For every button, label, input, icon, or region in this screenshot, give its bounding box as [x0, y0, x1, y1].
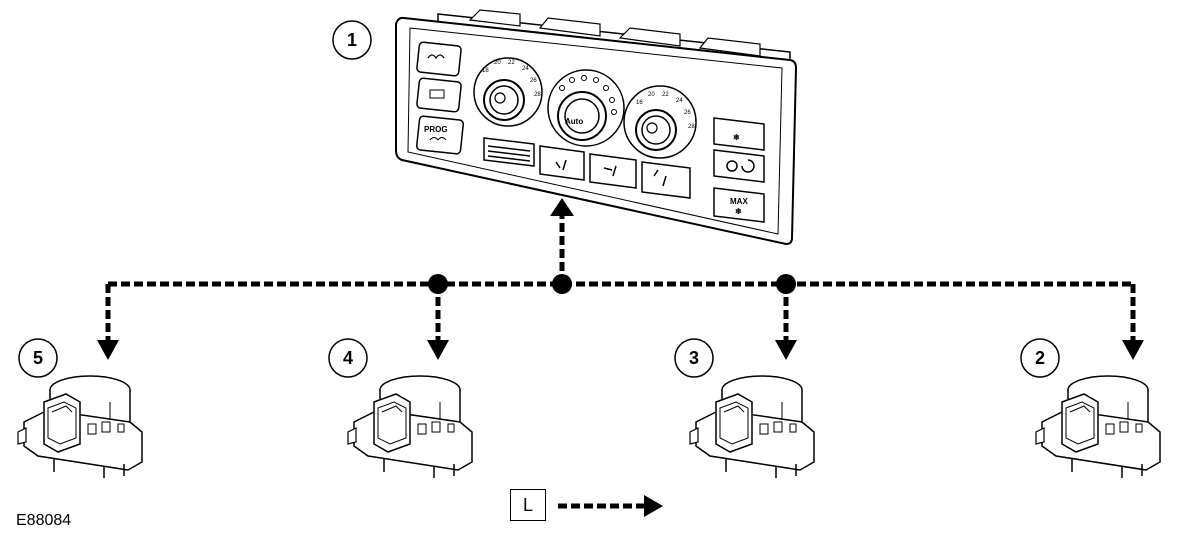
- knob-right-tick-1: 20: [648, 92, 655, 98]
- knob-right-tick-2: 22: [662, 92, 669, 98]
- arrow-to-motor-5: [97, 340, 119, 360]
- knob-left-tick-5: 28: [534, 92, 541, 98]
- actuator-motor-4: [347, 375, 473, 479]
- fan-mode-knob-center: Auto: [547, 69, 625, 147]
- knob-right-tick-0: 16: [636, 100, 643, 106]
- figure-id: E88084: [16, 512, 72, 529]
- prog-label: PROG: [424, 125, 448, 134]
- temperature-knob-left: 18 20 22 24 26 28: [473, 57, 543, 127]
- knob-left-tick-2: 22: [508, 60, 515, 66]
- actuator-motor-3: [689, 375, 815, 479]
- max-label: MAX: [730, 197, 748, 206]
- actuator-motor-5: [17, 375, 143, 479]
- knob-right-tick-3: 24: [676, 98, 683, 104]
- knob-left-tick-1: 20: [494, 60, 501, 66]
- legend-label: L: [522, 494, 533, 515]
- temperature-knob-right: 16 20 22 24 26 28: [623, 85, 697, 159]
- callout-1: 1: [332, 20, 372, 60]
- callout-5-label: 5: [33, 348, 43, 368]
- knob-right-tick-4: 26: [684, 110, 691, 116]
- connection-lines: [97, 198, 1144, 360]
- callout-1-label: 1: [347, 30, 357, 50]
- callout-5: 5: [18, 338, 58, 378]
- panel-vent-grille: [483, 137, 535, 167]
- defrost-rear-button: [416, 77, 462, 113]
- arrow-to-motor-3: [775, 340, 797, 360]
- climate-control-panel: PROG 18 20 22 24 26 28 Auto: [395, 9, 798, 246]
- arrow-to-panel: [550, 198, 574, 216]
- callout-2-label: 2: [1035, 348, 1045, 368]
- arrow-to-motor-4: [427, 340, 449, 360]
- recirculation-button: [713, 149, 765, 183]
- defrost-front-button: [416, 41, 462, 77]
- svg-text:❄: ❄: [733, 133, 740, 142]
- knob-left-tick-0: 18: [482, 68, 489, 74]
- knob-left-tick-3: 24: [522, 66, 529, 72]
- callout-2: 2: [1020, 338, 1060, 378]
- legend-arrow: [558, 495, 663, 517]
- auto-label: Auto: [565, 117, 583, 126]
- airflow-mode-buttons: [539, 145, 691, 199]
- junction-dot-right: [776, 274, 796, 294]
- legend-box: L: [510, 489, 546, 521]
- arrow-to-motor-2: [1122, 340, 1144, 360]
- junction-dot-left: [428, 274, 448, 294]
- max-ac-button: MAX ❄: [713, 187, 765, 223]
- junction-dot-center: [552, 274, 572, 294]
- svg-text:❄: ❄: [735, 207, 742, 216]
- callout-4: 4: [328, 338, 368, 378]
- knob-right-tick-5: 28: [688, 124, 695, 130]
- actuator-motor-2: [1035, 375, 1161, 479]
- prog-button: PROG: [415, 115, 465, 155]
- callout-3: 3: [674, 338, 714, 378]
- knob-left-tick-4: 26: [530, 78, 537, 84]
- ac-button: ❄: [713, 117, 765, 151]
- callout-4-label: 4: [343, 348, 353, 368]
- callout-3-label: 3: [689, 348, 699, 368]
